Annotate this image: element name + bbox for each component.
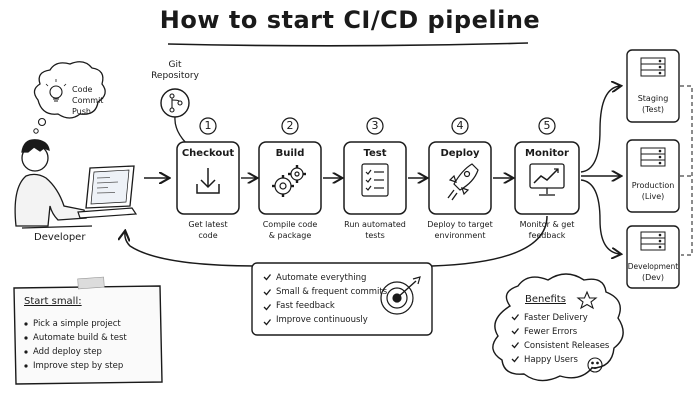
thought-bubble	[33, 61, 106, 134]
repo-connector	[174, 116, 187, 144]
step-circle-3	[366, 117, 384, 135]
arrow-to-staging	[580, 86, 620, 173]
server-icon	[640, 231, 666, 251]
env-sub-staging: (Test)	[642, 105, 664, 114]
target-icon	[380, 276, 421, 315]
env-box-development	[626, 225, 680, 289]
step-number-1: 1	[204, 119, 212, 132]
stage-caption-build-2: & package	[268, 231, 312, 240]
stage-caption-build-1: Compile code	[262, 220, 318, 229]
stage-caption-test-2: tests	[365, 231, 385, 240]
developer-figure-icon	[14, 139, 93, 229]
stage-caption-checkout-1: Get latest	[188, 220, 228, 229]
start-small-title: Start small:	[24, 296, 82, 307]
repo-label-line2: Repository	[151, 71, 199, 81]
git-branch-icon	[160, 88, 190, 118]
stage-caption-checkout-2: code	[198, 231, 218, 240]
principle-item: Automate everything	[276, 273, 367, 283]
step-number-5: 5	[543, 119, 551, 132]
env-box-staging	[626, 49, 680, 123]
env-sub-production: (Live)	[641, 192, 665, 201]
download-icon	[196, 168, 220, 194]
step-circle-5	[538, 117, 556, 135]
env-box-production	[626, 139, 680, 213]
feedback-loop-arrow	[125, 215, 548, 267]
checklist-icon	[361, 163, 389, 197]
principle-item: Fast feedback	[276, 301, 335, 311]
benefit-check-icons	[511, 314, 520, 363]
stage-title-test: Test	[363, 148, 387, 159]
step-circle-2	[281, 117, 299, 135]
env-sub-development: (Dev)	[641, 273, 665, 282]
benefit-item: Happy Users	[524, 355, 578, 365]
benefits-title: Benefits	[525, 294, 566, 305]
start-small-list: Pick a simple project Automate build & t…	[33, 317, 127, 373]
principle-item: Improve continuously	[276, 315, 368, 325]
stage-caption-test-1: Run automated	[344, 220, 406, 229]
start-small-item: Add deploy step	[33, 347, 102, 357]
stage-title-build: Build	[275, 148, 305, 159]
step-circle-4	[451, 117, 469, 135]
developer-label: Developer	[34, 232, 86, 243]
stage-title-monitor: Monitor	[525, 148, 569, 159]
env-name-staging: Staging	[637, 94, 669, 103]
monitor-chart-icon	[529, 163, 565, 196]
start-small-item: Improve step by step	[33, 361, 124, 371]
star-icon	[576, 290, 598, 310]
promotion-dashed-line	[680, 85, 693, 256]
thought-item-commit: Commit	[72, 96, 104, 105]
lightbulb-icon	[45, 79, 67, 102]
server-icon	[640, 57, 666, 77]
laptop-icon	[77, 165, 138, 219]
stage-caption-deploy-1: Deploy to target	[427, 220, 493, 229]
stage-title-checkout: Checkout	[181, 148, 235, 159]
step-number-3: 3	[371, 119, 379, 132]
stage-title-deploy: Deploy	[440, 148, 480, 159]
env-name-development: Development	[627, 262, 679, 271]
stage-caption-monitor-1: Monitor & get	[519, 220, 575, 229]
step-number-4: 4	[456, 119, 464, 132]
principles-list: Automate everything Small & frequent com…	[276, 271, 387, 327]
principle-item: Small & frequent commits	[276, 287, 388, 297]
page-title: How to start CI/CD pipeline	[159, 6, 541, 34]
gears-icon	[272, 165, 306, 197]
benefit-item: Consistent Releases	[524, 341, 610, 351]
server-icon	[640, 147, 666, 167]
benefits-list: Faster Delivery Fewer Errors Consistent …	[524, 311, 609, 367]
arrow-to-development	[580, 179, 620, 254]
stage-box-build	[258, 141, 322, 215]
step-number-2: 2	[286, 119, 294, 132]
env-name-production: Production	[631, 181, 675, 190]
thought-item-code: Code	[72, 85, 93, 94]
step-circle-1	[199, 117, 217, 135]
start-small-note	[13, 276, 163, 385]
start-small-item: Automate build & test	[33, 333, 127, 343]
principle-check-icons	[263, 274, 272, 326]
principles-box	[251, 262, 433, 336]
note-bullets	[24, 322, 28, 368]
rocket-icon	[447, 163, 479, 201]
benefit-item: Fewer Errors	[524, 327, 578, 337]
smiley-icon	[587, 357, 603, 373]
repo-label-line1: Git	[168, 60, 182, 70]
stage-caption-monitor-2: feedback	[528, 231, 566, 240]
thought-item-push: Push	[72, 107, 91, 116]
start-small-item: Pick a simple project	[33, 319, 121, 329]
benefit-item: Faster Delivery	[524, 313, 588, 323]
stage-caption-deploy-2: environment	[434, 231, 486, 240]
benefits-cloud	[492, 273, 624, 382]
title-underline	[167, 42, 529, 47]
